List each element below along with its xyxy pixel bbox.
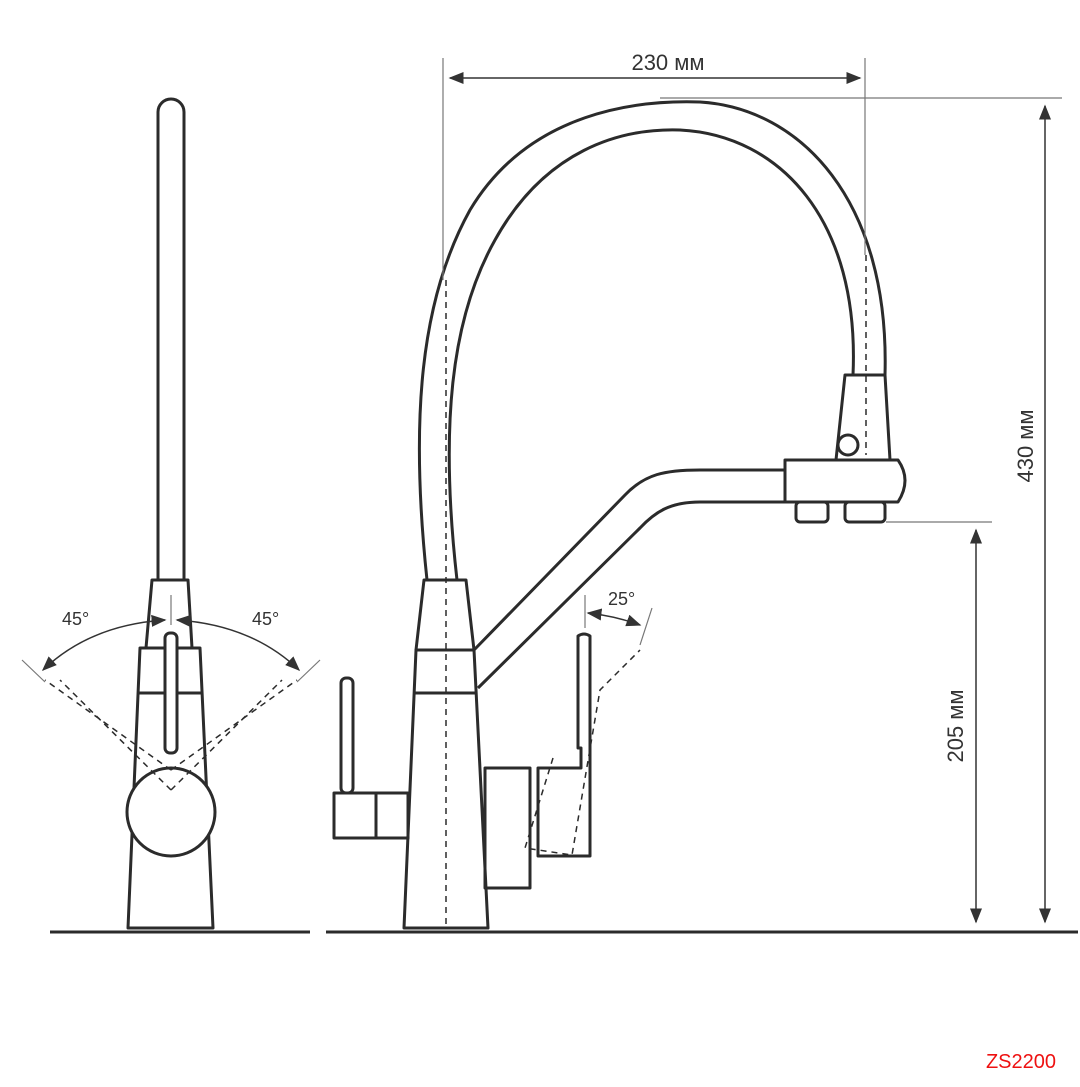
dim-spout-height: 205 мм [943,689,968,762]
dim-total-height: 430 мм [1013,409,1038,482]
handle-swing-right-outline [170,679,283,791]
angle-label-right: 45° [252,609,279,629]
front-spout [156,97,186,580]
side-cap [414,578,476,652]
filter-handle [536,632,592,858]
mixer-handle-block [332,791,410,840]
filter-water-nozzle [794,500,830,524]
side-view [332,100,907,930]
angle-label-left: 45° [62,609,89,629]
filter-valve-block [483,766,532,890]
filter-pipe-top [472,468,785,652]
front-handle-lever [163,631,179,755]
handle-swing-left-outline [44,679,172,771]
model-code: ZS2200 [986,1051,1056,1073]
main-water-nozzle [843,500,887,524]
spout-arch-inner [447,128,855,581]
spout-arch-outer [417,100,887,581]
dimension-lines [442,58,1062,924]
mixer-handle-lever [339,676,355,795]
angle-guide-line-left [21,659,46,683]
angle-arrow-left [41,614,167,672]
dim-reach: 230 мм [631,50,704,75]
angle-label-filter: 25° [608,589,635,609]
front-handle-knob [125,766,217,858]
filter-pipe-bottom [476,500,785,690]
spray-button [836,433,860,457]
angle-arrow-right [175,614,301,672]
filter-angle-guide-line [639,607,653,646]
angle-guide-line-right [296,659,321,683]
spout-head-box [783,458,907,504]
handle-swing-left-outline [59,679,172,791]
front-view [21,97,321,930]
filter-angle-arrow [586,608,642,627]
handle-swing-right-outline [170,679,298,771]
